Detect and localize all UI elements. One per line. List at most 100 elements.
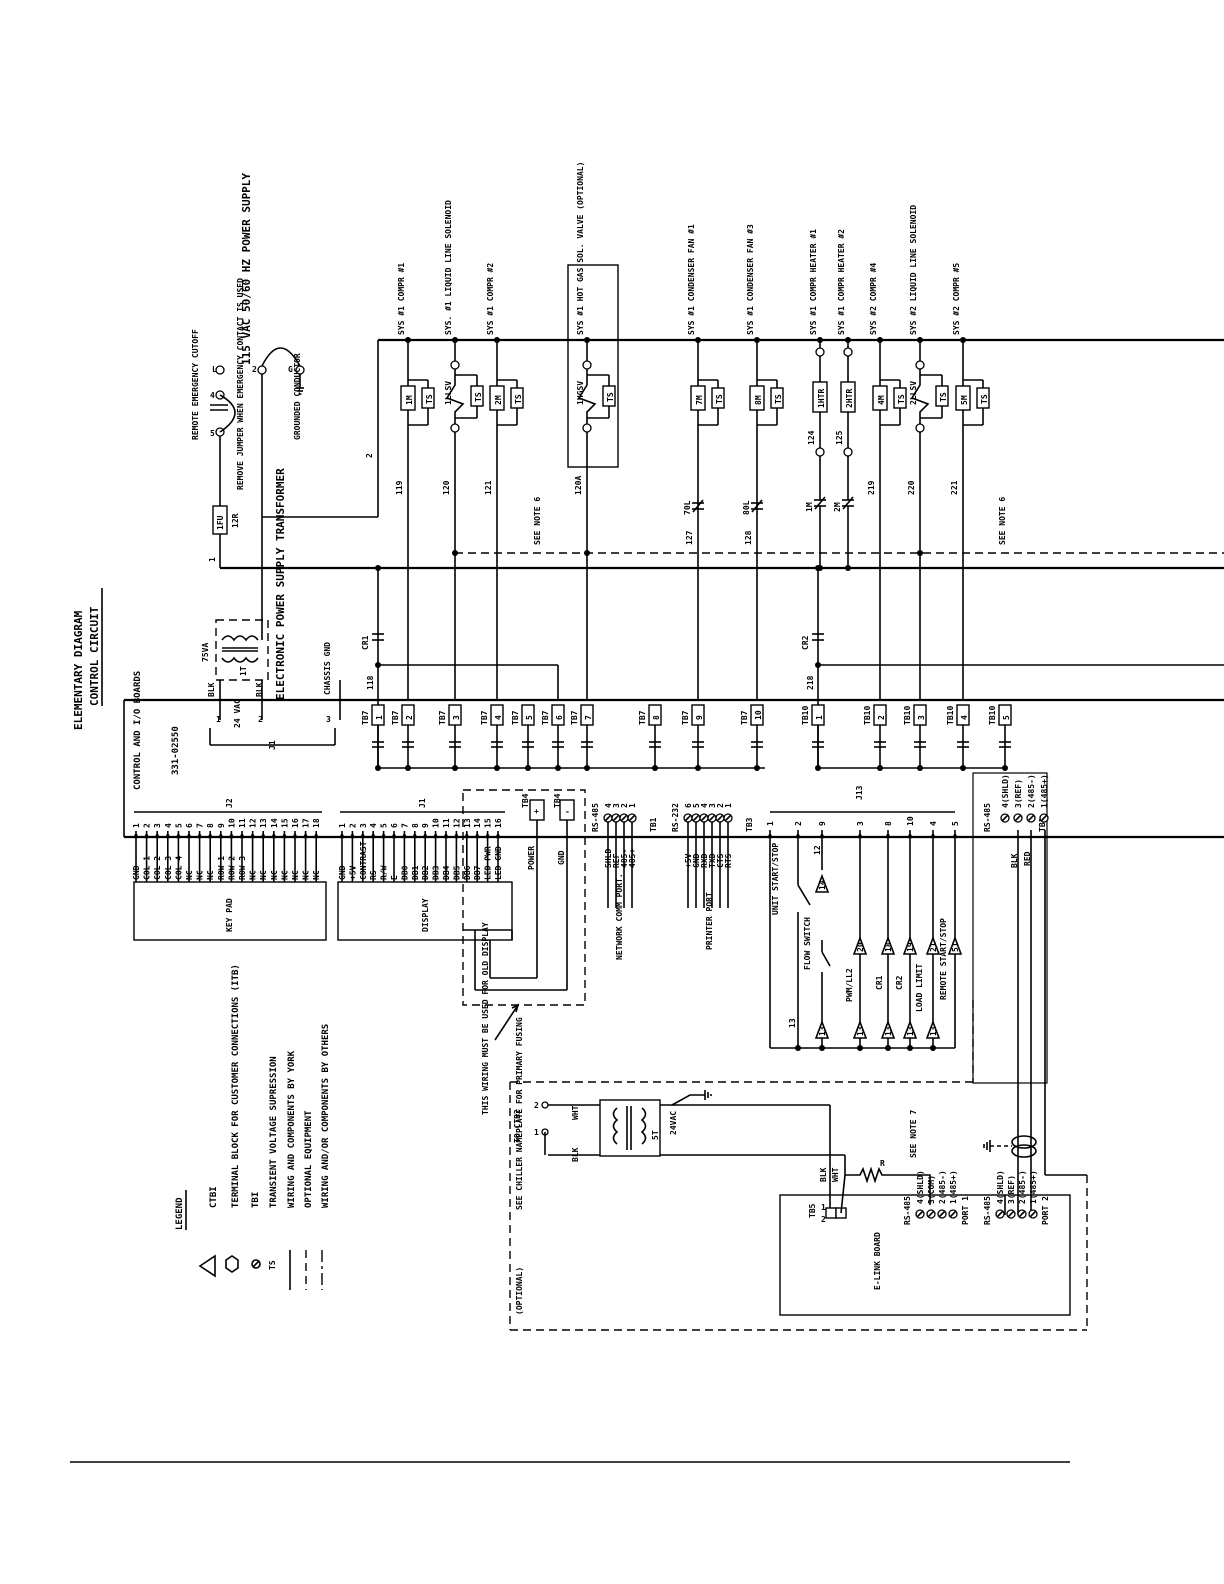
printer-terminal-mark	[684, 814, 692, 822]
port2-terminal-mark	[1007, 1210, 1015, 1218]
legend: LEGEND TS CTBI TERMINAL BLOCK FOR CUSTOM…	[175, 964, 331, 1290]
display-pin: 4	[369, 823, 378, 828]
svg-text:TRANSIENT VOLTAGE SUPRESSION: TRANSIENT VOLTAGE SUPRESSION	[269, 1056, 279, 1208]
terminal-pin: 1	[375, 715, 384, 720]
junction-dot	[877, 765, 883, 771]
j13-pin: 3	[856, 821, 865, 826]
keypad-signal: NC	[312, 870, 321, 880]
port1-pin: 2(485-)	[938, 1170, 947, 1204]
svg-text:FLOW SWITCH: FLOW SWITCH	[803, 917, 812, 970]
keypad-arrow	[133, 832, 139, 839]
terminal-block-label: TB7	[361, 710, 370, 725]
ts-box	[602, 385, 616, 407]
printer-pin: 3	[708, 803, 717, 808]
power-transformer-1t: 75VA 1T ELECTRONIC POWER SUPPLY TRANSFOR…	[201, 468, 341, 750]
printer-terminal-mark	[724, 814, 732, 822]
printer-pin: 1	[724, 803, 733, 808]
ts-label: TS	[715, 394, 724, 404]
terminal-pin: 4	[494, 715, 503, 720]
display-pin: 16	[494, 818, 503, 828]
junction-dot	[819, 1045, 825, 1051]
display-arrow	[339, 832, 345, 839]
svg-text:13: 13	[788, 1018, 797, 1028]
load-label: SYS #1 CONDENSER FAN #3	[746, 224, 755, 335]
display-pin: 11	[442, 818, 451, 828]
svg-text:1: 1	[534, 1128, 539, 1137]
printer-pin: 2	[716, 803, 725, 808]
svg-text:BLK: BLK	[1010, 853, 1019, 868]
contact	[842, 496, 854, 510]
svg-text:5: 5	[210, 429, 215, 438]
terminal-circle	[915, 423, 925, 433]
svg-text:CR2: CR2	[895, 975, 904, 990]
display-signal: DB3	[432, 865, 441, 880]
display-signal: DB2	[421, 865, 430, 880]
display-signal: +5V	[348, 865, 357, 880]
terminal-block-label: TB10	[988, 706, 997, 725]
keypad-pin: 17	[302, 818, 311, 828]
keypad-pin: 15	[280, 818, 289, 828]
port2-pin: 2(485-)	[1018, 1170, 1027, 1204]
display-arrow	[401, 832, 408, 839]
terminal-pin: 4	[960, 715, 969, 720]
svg-text:TB3: TB3	[745, 817, 754, 832]
junction-dot	[452, 550, 458, 556]
svg-text:TB1: TB1	[1038, 817, 1047, 832]
keypad-arrow	[196, 832, 203, 839]
display-pin: 10	[432, 818, 441, 828]
display-pin: 1	[338, 823, 347, 828]
terminal-block-label: TB7	[570, 710, 579, 725]
terminal-box	[401, 704, 415, 726]
terminal-circle	[915, 360, 925, 370]
circle-icon	[251, 1259, 261, 1269]
svg-text:1FU: 1FU	[216, 515, 225, 530]
display-signal: R/W	[380, 865, 389, 880]
power-supply-label: 115 VAC 50/60 HZ POWER SUPPLY	[240, 173, 253, 365]
network-pin: 1	[628, 803, 637, 808]
tb4-power: TB4 + - TB4 POWER GND THIS WIRING MUST B…	[462, 789, 586, 1115]
keypad-arrow	[175, 832, 182, 839]
contact	[751, 499, 763, 513]
terminal-box	[873, 704, 887, 726]
display-pin: 3	[359, 823, 368, 828]
ctb-label: 18	[884, 942, 893, 952]
device-label: 8M	[754, 395, 763, 405]
ctb-triangle-icon	[880, 935, 896, 955]
svg-text:PRINTER PORT: PRINTER PORT	[705, 892, 714, 950]
display-pin: 2	[348, 823, 357, 828]
device-label: 1HGSV	[576, 381, 585, 405]
keypad-arrow	[165, 832, 171, 839]
wire-label: 125	[835, 430, 844, 445]
terminal-pin: 10	[754, 710, 763, 720]
display-pin: 12	[452, 818, 461, 828]
terminal-pin: 8	[652, 715, 661, 720]
display-signal: E	[390, 875, 399, 880]
svg-text:J2: J2	[225, 798, 234, 808]
svg-text:R: R	[880, 1159, 885, 1168]
keypad-pin: 3	[153, 823, 162, 828]
ts-box	[470, 385, 484, 407]
display-arrow	[453, 832, 460, 839]
network-signal: SHLD	[604, 849, 613, 868]
display-arrow	[464, 832, 470, 839]
printer-signal: +5V	[684, 853, 693, 868]
control-io-boards: CONTROL AND I/O BOARDS 331-02550	[133, 671, 181, 790]
svg-text:BLK: BLK	[207, 682, 216, 697]
printer-signal: CTS	[716, 853, 725, 868]
keypad-pin: 5	[174, 823, 183, 828]
contact-label: 1M	[805, 502, 814, 512]
junction-dot	[1002, 765, 1008, 771]
keypad-arrow	[143, 832, 150, 839]
network-signal: 485+	[628, 849, 637, 868]
svg-text:2: 2	[365, 453, 374, 458]
ts-label: TS	[774, 394, 783, 404]
display-signal: GND	[338, 865, 347, 880]
svg-text:118: 118	[366, 675, 375, 690]
ts-label: TS	[980, 394, 989, 404]
ctb-triangle-icon	[814, 1019, 830, 1039]
keypad-arrow	[260, 832, 266, 839]
rs485-terminal-mark	[1027, 814, 1035, 822]
